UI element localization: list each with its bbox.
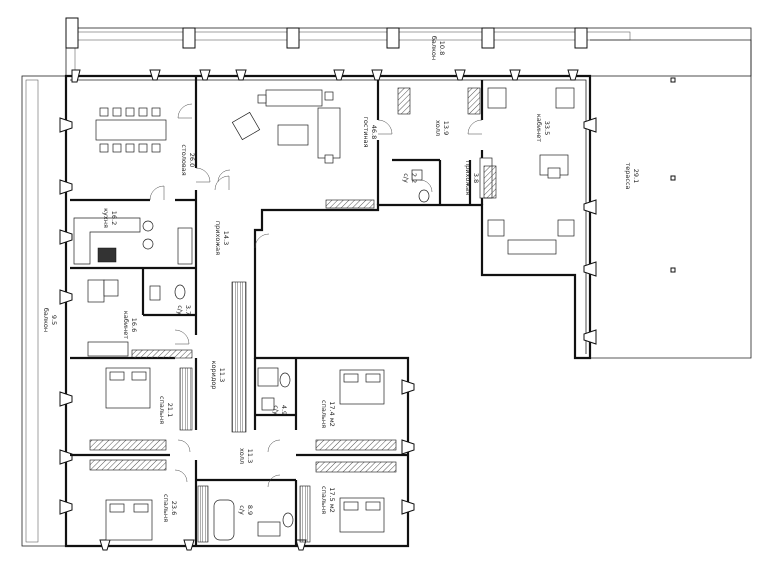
dining-table (95, 107, 167, 153)
room-area: 14.3 (222, 231, 230, 245)
room-name: спальня (320, 400, 328, 428)
room-label-hall-1: холл 13.9 (434, 120, 450, 136)
room-name: кухня (102, 208, 110, 228)
room-area: 16.2 (110, 211, 118, 225)
room-name: столовая (180, 144, 188, 175)
balcony-posts (65, 17, 588, 49)
room-label-corridor: коридор 11.3 (210, 361, 226, 390)
room-area: 17.4 м2 (328, 401, 336, 427)
window-piers (59, 69, 597, 551)
kitchen-fittings (73, 217, 193, 265)
room-area: 4.9 (280, 405, 288, 415)
room-label-study-1: кабинет 33.5 (535, 114, 551, 142)
room-area: 46.8 (370, 125, 378, 139)
room-area: 10.8 (438, 41, 446, 55)
room-name: с/у (238, 505, 246, 515)
room-area: 23.6 (170, 501, 178, 515)
room-name: с/у (402, 173, 410, 183)
room-name: с/у (176, 305, 184, 315)
room-label-study-2: кабинет 16.6 (122, 311, 138, 339)
room-name: с/у (272, 405, 280, 415)
room-label-kitchen: кухня 16.2 (102, 208, 118, 228)
room-area: 2.2 (410, 173, 418, 183)
room-label-wc-2: с/у 3.7 (176, 305, 192, 315)
top-balcony (65, 27, 752, 77)
beds (105, 367, 385, 541)
room-area: 33.5 (543, 121, 551, 135)
room-area: 3.7 (184, 305, 192, 315)
room-name: спальня (158, 396, 166, 424)
room-area: 9.5 (50, 315, 58, 325)
room-label-hall-2: холл 11.3 (238, 448, 254, 464)
doors (149, 103, 483, 488)
room-area: 3.8 (472, 173, 480, 183)
room-area: 21.1 (166, 403, 174, 417)
small-study-furniture (87, 279, 193, 359)
room-label-living: гостиная 46.8 (362, 116, 378, 147)
room-name: балкон (42, 308, 50, 332)
room-label-terrace: терасса 29.1 (624, 162, 640, 189)
room-area: 26.0 (188, 153, 196, 167)
room-label-bedroom-3: спальня 23.6 (162, 494, 178, 522)
room-label-balcony-top: балкон 10.8 (430, 36, 446, 60)
room-label-wc-1: с/у 2.2 (402, 173, 418, 183)
room-name: спальня (162, 494, 170, 522)
interior-walls (70, 76, 484, 546)
room-name: кабинет (122, 311, 130, 339)
wardrobes (89, 87, 497, 543)
room-name: балкон (430, 36, 438, 60)
room-label-wc-4: с/у 8.9 (238, 505, 254, 515)
room-name: гостиная (362, 116, 370, 147)
room-label-bedroom-1: спальня 21.1 (158, 396, 174, 424)
room-name: холл (434, 120, 442, 136)
room-label-dining: столовая 26.0 (180, 144, 196, 175)
room-area: 16.6 (130, 318, 138, 332)
room-area: 11.3 (218, 368, 226, 382)
room-area: 11.3 (246, 449, 254, 463)
room-labels: балкон 10.8 балкон 9.5 терасса 29.1 стол… (42, 36, 640, 522)
room-area: 17.5 м2 (328, 487, 336, 513)
bathroom-fixtures (149, 169, 430, 541)
room-name: прихожая (464, 161, 472, 195)
room-label-bedroom-2: спальня 17.4 м2 (320, 400, 336, 428)
room-label-entry-1: прихожая 3.8 (464, 161, 480, 195)
room-name: коридор (210, 361, 218, 390)
room-label-entry-2: прихожая 14.3 (214, 221, 230, 255)
room-area: 13.9 (442, 121, 450, 135)
room-name: терасса (624, 162, 632, 189)
room-name: спальня (320, 486, 328, 514)
terrace (590, 39, 752, 359)
room-name: кабинет (535, 114, 543, 142)
living-room-set (231, 89, 341, 164)
room-label-balcony-left: балкон 9.5 (42, 308, 58, 332)
room-name: прихожая (214, 221, 222, 255)
room-label-wc-3: с/у 4.9 (272, 405, 288, 415)
room-name: холл (238, 448, 246, 464)
room-area: 29.1 (632, 169, 640, 183)
room-label-bedroom-4: спальня 17.5 м2 (320, 486, 336, 514)
room-area: 8.9 (246, 505, 254, 515)
